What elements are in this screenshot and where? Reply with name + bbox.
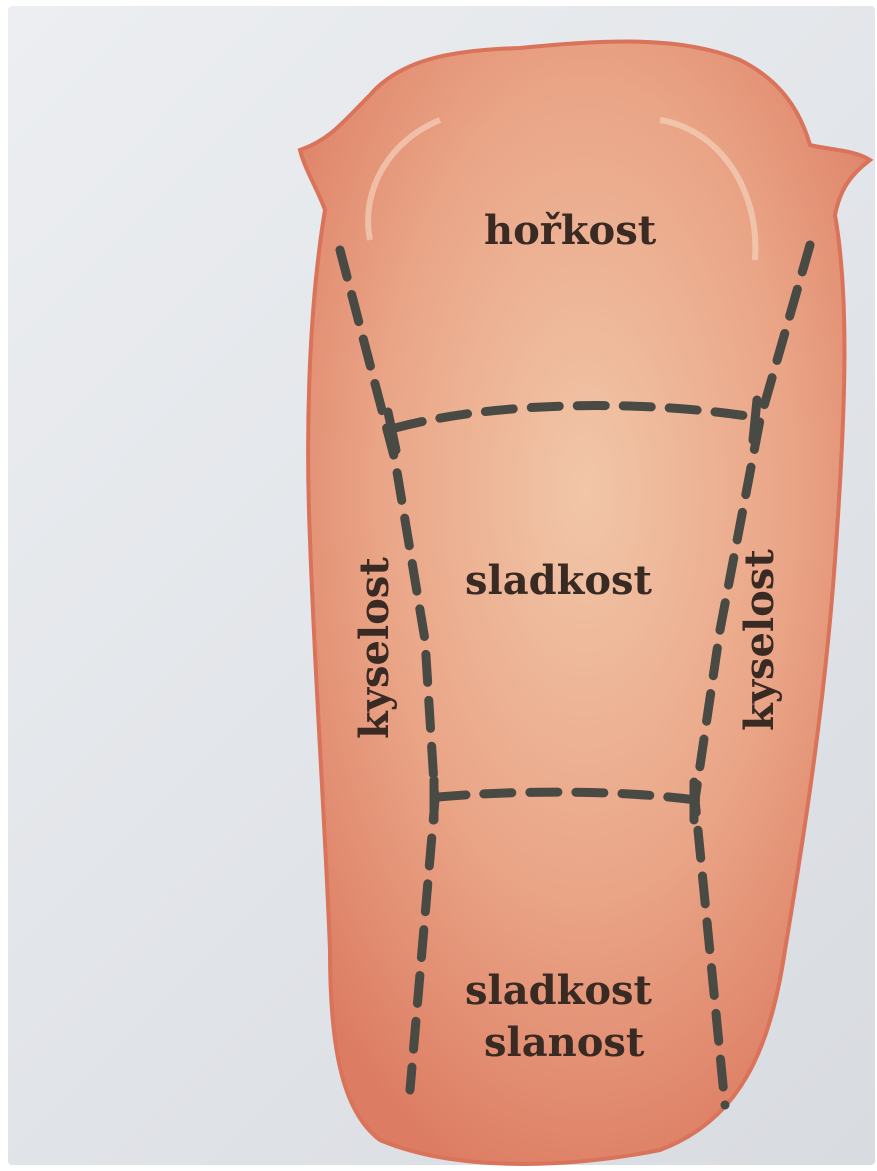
label-sweet-middle: sladkost	[465, 560, 652, 602]
label-bottom-line1: sladkost	[465, 970, 652, 1012]
label-bottom-line2: slanost	[484, 1022, 644, 1064]
tick-upper-right	[753, 400, 757, 440]
label-sour-left: kyselost	[354, 559, 396, 739]
label-sour-right: kyselost	[739, 551, 781, 731]
label-bitter-top: hořkost	[484, 210, 656, 252]
